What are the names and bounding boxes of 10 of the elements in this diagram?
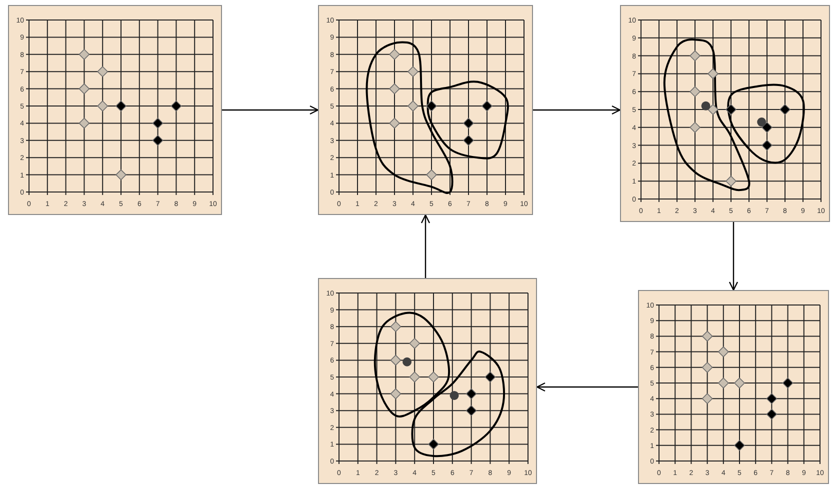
chart-panel <box>318 278 537 484</box>
arrow <box>222 105 319 115</box>
arrow <box>533 105 621 115</box>
arrow <box>728 222 738 291</box>
chart-panel <box>318 5 533 215</box>
arrow <box>420 214 430 278</box>
chart-panel <box>8 5 222 215</box>
arrow <box>536 382 638 392</box>
chart-panel <box>638 290 829 484</box>
chart-panel <box>620 5 830 222</box>
